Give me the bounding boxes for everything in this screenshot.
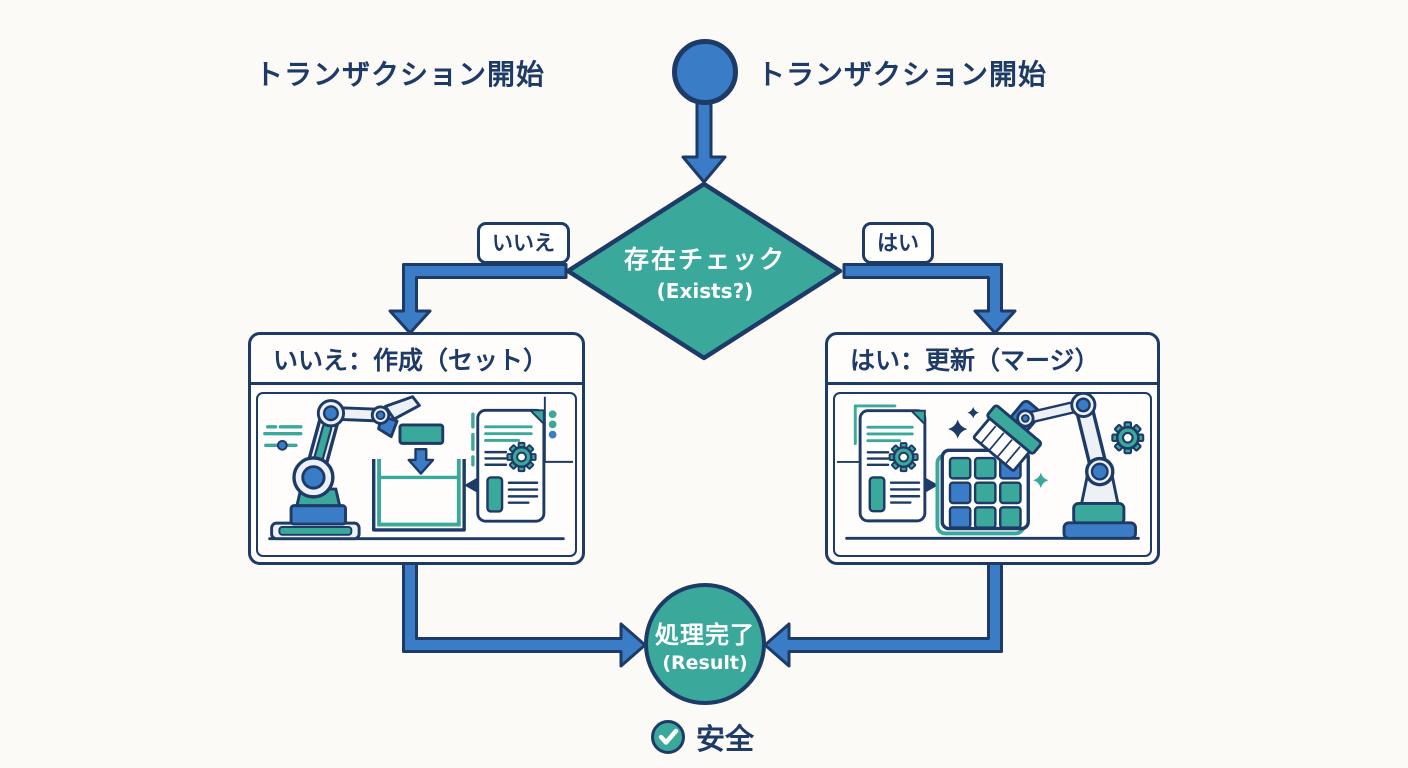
gripper-icon xyxy=(383,395,421,421)
arrow-branch-yes xyxy=(842,263,1017,335)
gear-icon xyxy=(506,441,537,473)
arrow-start-to-decision xyxy=(681,100,727,184)
start-label-right: トランザクション開始 xyxy=(757,58,1048,91)
start-label-left: トランザクション開始 xyxy=(255,58,546,91)
decision-node-label: 存在チェック (Exists?) xyxy=(565,240,845,303)
safety-badge: 安全 xyxy=(651,716,754,758)
create-box-title: いいえ：作成（セット） xyxy=(251,335,582,385)
status-dots-icon xyxy=(548,410,557,439)
decision-title: 存在チェック xyxy=(623,245,786,274)
result-node: 処理完了 (Result) xyxy=(644,583,766,705)
gear-icon xyxy=(1111,421,1145,455)
decision-subtitle: (Exists?) xyxy=(656,279,754,303)
pointer-icon xyxy=(924,477,939,493)
gear-icon xyxy=(888,442,919,473)
drop-arrow-icon xyxy=(407,448,435,475)
safety-label: 安全 xyxy=(696,722,755,756)
sparkle-icon xyxy=(948,406,1049,489)
pointer-icon xyxy=(464,477,478,493)
update-box-illustration xyxy=(833,392,1152,557)
brush-icon xyxy=(972,399,1043,472)
robot-arm-icon xyxy=(270,395,421,541)
check-icon xyxy=(651,720,685,754)
folded-corner-icon xyxy=(527,409,545,427)
folded-corner-icon xyxy=(909,409,926,427)
container-icon xyxy=(372,458,466,532)
update-box: はい：更新（マージ） xyxy=(825,332,1160,565)
slider-dot-icon xyxy=(276,439,288,451)
update-box-title: はい：更新（マージ） xyxy=(828,335,1157,385)
arrow-yes-to-result xyxy=(763,561,1003,668)
decision-diamond xyxy=(565,181,843,361)
result-title: 処理完了 xyxy=(655,620,755,649)
edge-label-yes: はい xyxy=(862,222,934,264)
merge-grid-icon xyxy=(935,448,1030,536)
create-box-illustration xyxy=(256,392,577,557)
robot-arm-icon xyxy=(1016,394,1137,540)
document-icon xyxy=(464,408,546,523)
start-node xyxy=(672,39,738,105)
arrow-no-to-result xyxy=(402,561,647,668)
shelf-line xyxy=(543,396,574,463)
result-subtitle: (Result) xyxy=(662,651,748,674)
edge-label-no: いいえ xyxy=(477,222,570,264)
corner-bracket-icon xyxy=(853,404,897,446)
data-block-icon xyxy=(398,423,445,445)
arrow-branch-no xyxy=(388,263,568,335)
document-icon xyxy=(858,409,939,523)
create-box: いいえ：作成（セット） xyxy=(248,332,585,565)
